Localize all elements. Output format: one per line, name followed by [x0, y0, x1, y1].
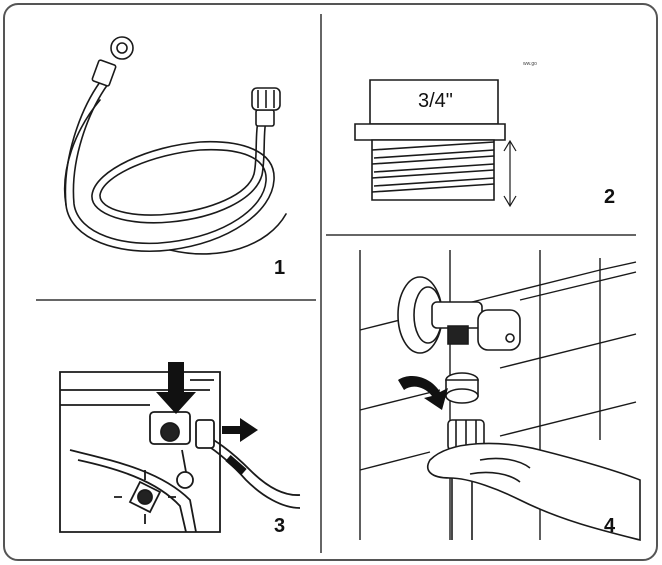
step-number-2: 2 — [604, 186, 616, 208]
step-number-3: 3 — [274, 515, 286, 537]
fitting-collar — [355, 124, 505, 140]
attached-hose — [196, 420, 300, 508]
thread-size-label: 3/4" — [418, 90, 453, 112]
step-number-1: 1 — [274, 257, 286, 279]
thread-fitting-illustration — [355, 80, 516, 206]
inlet-hose-illustration — [65, 82, 286, 254]
thread-lines — [372, 142, 494, 192]
outer-border — [4, 4, 657, 560]
pull-right-arrow — [222, 418, 258, 442]
water-tap — [398, 277, 520, 353]
hose-connector-right — [252, 88, 280, 126]
hose-connector-left — [92, 37, 133, 86]
push-down-arrow — [156, 362, 196, 414]
rotate-arrow — [398, 376, 448, 410]
machine-back-illustration — [60, 372, 220, 532]
step-number-4: 4 — [604, 515, 616, 537]
corner-note: ww.go — [523, 61, 537, 67]
hand-with-hose — [428, 420, 640, 540]
tap-handle — [478, 310, 520, 350]
hose-nut — [446, 373, 478, 403]
